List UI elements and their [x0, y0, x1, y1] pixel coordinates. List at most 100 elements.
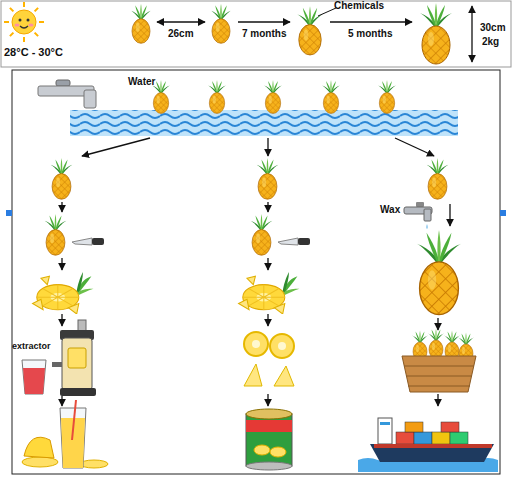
- sun-icon: [39, 21, 44, 23]
- small-pineapple: [131, 4, 152, 43]
- juice-glass: [22, 360, 46, 394]
- floating-pineapple: [378, 80, 396, 113]
- label-text: 5 months: [348, 28, 392, 39]
- label-text: 30cm: [480, 22, 506, 33]
- panel-border: [1, 1, 511, 67]
- cargo-ship: [405, 422, 423, 432]
- flow-arrow: [61, 258, 62, 270]
- knife-icon: [278, 238, 298, 245]
- label-text: Chemicals: [334, 0, 384, 11]
- canned-pineapple: [246, 462, 292, 470]
- flow-arrow: [267, 394, 268, 406]
- sun-icon: [4, 2, 44, 42]
- flow-arrow: [61, 202, 62, 212]
- juice-glass: [72, 400, 76, 440]
- panel-border: [12, 70, 500, 474]
- floating-pineapple: [264, 80, 282, 113]
- sun-icon: [35, 8, 39, 11]
- canned-pineapple: [246, 420, 292, 432]
- wax-tap: [416, 202, 424, 207]
- flow-arrow: [267, 202, 268, 212]
- pineapple: [428, 329, 444, 360]
- floating-pineapple: [322, 80, 340, 113]
- spacing-arrow: [157, 21, 205, 22]
- pineapple: [427, 158, 449, 199]
- sun-icon: [15, 24, 20, 27]
- canned-pineapple: [246, 409, 292, 419]
- sun-icon: [12, 10, 36, 34]
- juice-extractor: [60, 388, 96, 396]
- label-text: extractor: [12, 342, 51, 352]
- pineapple-rings: [252, 340, 260, 348]
- cargo-ship: [450, 432, 468, 444]
- label-text: 2kg: [482, 36, 499, 47]
- cargo-ship: [380, 422, 390, 425]
- knife-icon: [72, 238, 92, 245]
- cargo-ship: [432, 432, 450, 444]
- juice-glass: [80, 460, 108, 468]
- label-text: 28°C - 30°C: [4, 46, 63, 58]
- sun-icon: [10, 8, 14, 11]
- knife-icon: [298, 238, 310, 245]
- flow-arrow: [437, 394, 438, 406]
- juice-glass: [22, 457, 58, 467]
- flow-arrow: [61, 314, 62, 326]
- pineapple: [45, 214, 67, 255]
- water-tap: [56, 80, 70, 86]
- sliced-pineapple: [33, 272, 94, 314]
- flow-arrow: [267, 258, 268, 270]
- flow-arrow: [62, 138, 450, 406]
- wax-tap: [404, 202, 432, 229]
- flow-arrow: [61, 396, 62, 406]
- waxed-pineapple: [417, 230, 461, 315]
- label-text: 26cm: [168, 28, 194, 39]
- pineapple-rings: [270, 334, 294, 358]
- pineapple-rings: [244, 332, 294, 386]
- juice-glass: [22, 400, 108, 468]
- pineapple-rings: [244, 332, 268, 356]
- height-arrow: [471, 6, 472, 62]
- sun-icon: [35, 33, 39, 37]
- pineapple: [251, 214, 273, 255]
- basket: [402, 356, 476, 392]
- sun-icon: [27, 19, 30, 22]
- flow-arrow: [449, 204, 450, 226]
- knife-icon: [92, 238, 104, 245]
- sun-icon: [4, 21, 9, 23]
- canned-pineapple: [246, 409, 292, 470]
- sun-icon: [19, 19, 22, 22]
- juice-glass: [22, 360, 46, 394]
- edge-marker: [500, 210, 506, 216]
- juice-extractor: [68, 348, 86, 368]
- knife-icon: [278, 238, 310, 245]
- sliced-pineapple: [239, 272, 300, 314]
- growth-arrow: [238, 21, 290, 22]
- juice-extractor: [62, 338, 92, 390]
- cargo-ship: [396, 432, 414, 444]
- small-pineapple: [211, 4, 232, 43]
- leader-line: [318, 8, 336, 16]
- flow-arrow: [395, 138, 434, 156]
- cargo-ship: [378, 418, 392, 444]
- label-text: 7 months: [242, 28, 286, 39]
- pineapple-rings: [278, 342, 286, 350]
- sun-icon: [4, 2, 44, 42]
- large-pineapple: [420, 3, 452, 64]
- flow-arrow: [82, 138, 150, 156]
- sun-icon: [23, 37, 25, 42]
- cargo-ship: [441, 422, 459, 432]
- canned-pineapple: [270, 447, 286, 457]
- juice-extractor: [52, 320, 96, 396]
- label-text: Wax: [380, 204, 400, 215]
- pineapple: [257, 158, 279, 199]
- water-tap: [84, 90, 96, 108]
- juice-extractor: [52, 362, 62, 367]
- flow-arrow: [267, 138, 268, 156]
- edge-marker: [6, 210, 12, 216]
- knife-icon: [72, 238, 104, 245]
- floating-pineapple: [208, 80, 226, 113]
- cargo-ship: [374, 444, 492, 448]
